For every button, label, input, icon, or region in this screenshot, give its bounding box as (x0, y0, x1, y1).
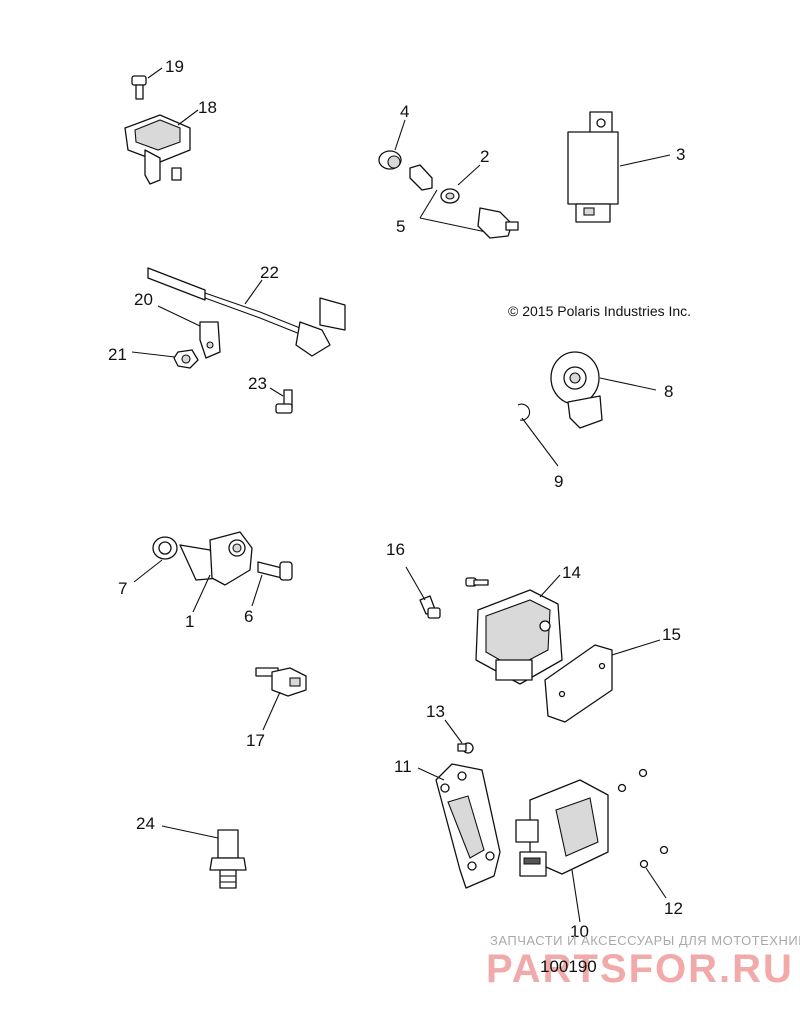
callout-14: 14 (562, 563, 581, 582)
callout-13: 13 (426, 702, 445, 721)
callout-2: 2 (480, 147, 489, 166)
part-3-relay (567, 111, 619, 223)
callout-23: 23 (248, 374, 267, 393)
copyright-text: © 2015 Polaris Industries Inc. (508, 303, 691, 319)
callout-12: 12 (664, 899, 683, 918)
callout-22: 22 (260, 263, 279, 282)
part-20-clip (199, 321, 221, 359)
part-12-screws (617, 768, 669, 869)
callout-10: 10 (570, 922, 589, 941)
figure-number: 100190 (540, 957, 597, 976)
bolt-upper (465, 577, 489, 587)
part-18-map-sensor (124, 114, 191, 185)
callout-24: 24 (136, 814, 155, 833)
part-9-snap-ring (517, 403, 531, 421)
part-23-bolt (275, 389, 293, 414)
callout-21: 21 (108, 345, 127, 364)
part-4-cap (378, 150, 402, 170)
part-17-temp-sensor (255, 667, 307, 697)
callout-4: 4 (400, 102, 409, 121)
part-8-knock-sensor (550, 351, 603, 429)
part-6-screw (257, 561, 293, 581)
part-16-bolt (419, 595, 441, 619)
callout-labels: 19 18 4 2 3 5 22 20 21 23 8 9 16 14 7 6 … (108, 57, 685, 941)
part-13-bolt (457, 742, 474, 754)
part-22-speed-sensor (147, 267, 346, 357)
callout-1: 1 (185, 612, 194, 631)
watermark-brand: PARTSFOR.RU (486, 947, 794, 991)
callout-16: 16 (386, 540, 405, 559)
callout-19: 19 (165, 57, 184, 76)
part-10-ecu (515, 779, 609, 877)
part-5-clip (409, 164, 460, 204)
watermark-tagline: ЗАПЧАСТИ И АКСЕССУАРЫ ДЛЯ МОТОТЕХНИКИ (490, 933, 800, 948)
callout-18: 18 (198, 98, 217, 117)
callout-11: 11 (394, 757, 412, 776)
part-24-pressure-switch (209, 829, 247, 889)
part-2-sensor (477, 207, 519, 239)
part-11-bracket (435, 763, 501, 889)
part-15-gasket (544, 644, 613, 723)
callout-8: 8 (664, 382, 673, 401)
callout-5: 5 (396, 217, 405, 236)
part-19-bolt (131, 75, 147, 100)
callout-6: 6 (244, 607, 253, 626)
callout-15: 15 (662, 625, 681, 644)
part-1-cam-sensor (179, 531, 253, 586)
callout-17: 17 (246, 731, 265, 750)
callout-7: 7 (118, 579, 127, 598)
callout-9: 9 (554, 472, 563, 491)
part-21-nut (173, 349, 199, 369)
part-7-o-ring (152, 536, 178, 560)
callout-20: 20 (134, 290, 153, 309)
part-14-housing (475, 589, 563, 685)
callout-3: 3 (676, 145, 685, 164)
